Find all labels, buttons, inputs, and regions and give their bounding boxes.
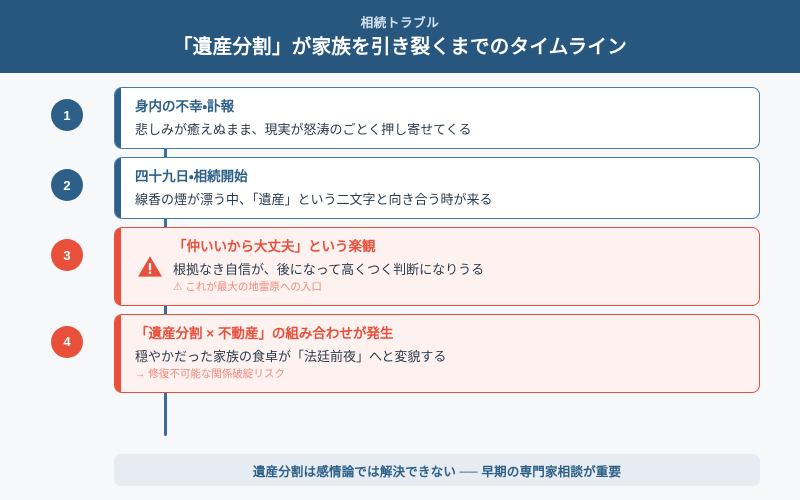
- timeline-badge-wrap: 4: [40, 314, 94, 358]
- footer-banner: 遺産分割は感情論では解決できない ── 早期の専門家相談が重要: [114, 454, 760, 486]
- step-number-badge: 3: [51, 239, 83, 272]
- timeline-badge-wrap: 2: [40, 157, 94, 202]
- card-text: 「遺産分割 × 不動産」の組み合わせが発生 穏やかだった家族の食卓が「法廷前夜」…: [135, 324, 745, 383]
- card-description: 根拠なき自信が、後になって高くつく判断になりうる: [173, 261, 485, 277]
- card-title: 四十九日・相続開始: [135, 169, 248, 185]
- timeline-step: 2 四十九日・相続開始 線香の煙が漂う中、「遺産」という二文字と向き合う時が来る: [40, 157, 760, 220]
- timeline-card-alert[interactable]: 「遺産分割 × 不動産」の組み合わせが発生 穏やかだった家族の食卓が「法廷前夜」…: [114, 313, 760, 393]
- footer-wrap: 遺産分割は感情論では解決できない ── 早期の専門家相談が重要: [0, 454, 800, 500]
- step-number-badge: 4: [51, 325, 83, 358]
- timeline-step: 1 身内の不幸・訃報 悲しみが癒えぬまま、現実が怒涛のごとく押し寄せてくる: [40, 87, 760, 150]
- card-description: 穏やかだった家族の食卓が「法廷前夜」へと変貌する: [135, 348, 447, 364]
- step-number-badge: 1: [51, 99, 83, 131]
- timeline-step: 4 「遺産分割 × 不動産」の組み合わせが発生 穏やかだった家族の食卓が「法廷前…: [40, 313, 760, 393]
- page-title: 「遺産分割」が家族を引き裂くまでのタイムライン: [172, 35, 628, 58]
- card-title: 身内の不幸・訃報: [135, 99, 235, 114]
- warning-triangle-icon: [133, 255, 167, 278]
- card-body: 「遺産分割 × 不動産」の組み合わせが発生 穏やかだった家族の食卓が「法廷前夜」…: [121, 315, 759, 392]
- card-accent-bar: [115, 314, 121, 392]
- header-eyebrow: 相続トラブル: [360, 15, 440, 30]
- card-body: 身内の不幸・訃報 悲しみが癒えぬまま、現実が怒涛のごとく押し寄せてくる: [121, 88, 759, 148]
- timeline-badge-wrap: 3: [40, 227, 94, 272]
- card-description: 悲しみが癒えぬまま、現実が怒涛のごとく押し寄せてくる: [135, 121, 472, 137]
- page-header: 相続トラブル 「遺産分割」が家族を引き裂くまでのタイムライン: [0, 0, 800, 73]
- card-text: 四十九日・相続開始 線香の煙が漂う中、「遺産」という二文字と向き合う時が来る: [135, 167, 745, 209]
- timeline-card[interactable]: 身内の不幸・訃報 悲しみが癒えぬまま、現実が怒涛のごとく押し寄せてくる: [114, 87, 760, 150]
- timeline-step: 3 「仲いいから大丈夫」という楽観 根拠なき自信が、後になって高くつく判断になり: [40, 227, 760, 306]
- card-description: 線香の煙が漂う中、「遺産」という二文字と向き合う時が来る: [135, 191, 493, 207]
- timeline-card-alert[interactable]: 「仲いいから大丈夫」という楽観 根拠なき自信が、後になって高くつく判断になりうる…: [114, 227, 760, 306]
- card-accent-bar: [115, 228, 121, 305]
- footer-text: 遺産分割は感情論では解決できない ── 早期の専門家相談が重要: [252, 464, 622, 479]
- card-body: 「仲いいから大丈夫」という楽観 根拠なき自信が、後になって高くつく判断になりうる…: [121, 228, 759, 305]
- card-text: 身内の不幸・訃報 悲しみが癒えぬまま、現実が怒涛のごとく押し寄せてくる: [135, 97, 745, 139]
- card-title: 「遺産分割 × 不動産」の組み合わせが発生: [135, 325, 394, 341]
- card-accent-bar: [115, 158, 121, 219]
- timeline: 1 身内の不幸・訃報 悲しみが癒えぬまま、現実が怒涛のごとく押し寄せてくる 2: [0, 73, 800, 454]
- card-note: → 修復不可能な関係破綻リスク: [135, 368, 285, 380]
- card-note: ⚠ これが最大の地雷原への入口: [173, 281, 322, 294]
- card-text: 「仲いいから大丈夫」という楽観 根拠なき自信が、後になって高くつく判断になりうる…: [173, 237, 745, 296]
- timeline-badge-wrap: 1: [40, 87, 94, 131]
- card-body: 四十九日・相続開始 線香の煙が漂う中、「遺産」という二文字と向き合う時が来る: [121, 158, 759, 218]
- card-title: 「仲いいから大丈夫」という楽観: [173, 239, 376, 255]
- step-number-badge: 2: [51, 169, 83, 202]
- card-accent-bar: [115, 88, 121, 149]
- timeline-card[interactable]: 四十九日・相続開始 線香の煙が漂う中、「遺産」という二文字と向き合う時が来る: [114, 157, 760, 220]
